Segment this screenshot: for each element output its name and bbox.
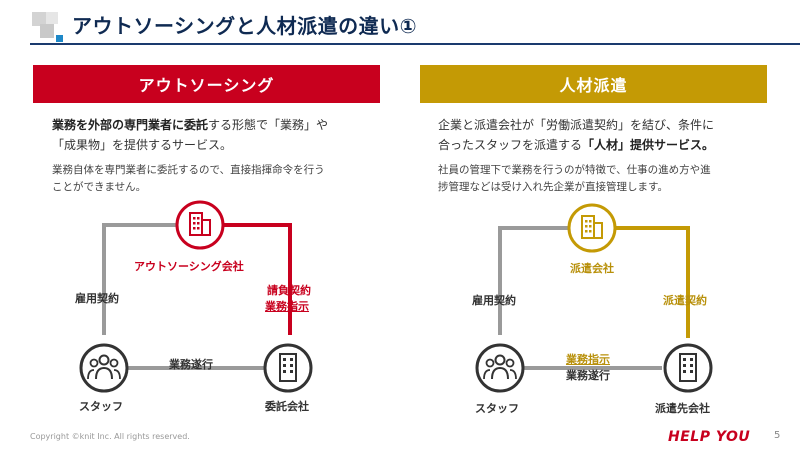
staffing-staff-label: スタッフ [475, 402, 519, 415]
outsourcing-employment-label: 雇用契約 [75, 292, 119, 305]
outsourcing-desc-main: 業務を外部の専門業者に委託する形態で「業務」や 「成果物」を提供するサービス。 [52, 115, 382, 155]
staffing-contract-line [615, 226, 690, 338]
page-number: 5 [774, 430, 781, 441]
corner-logo-squares [30, 10, 66, 42]
outsourcing-instruction-label: 業務指示 [265, 300, 309, 313]
outsourcing-contract-label: 請負契約 [267, 284, 311, 297]
staffing-contract-label: 派遣契約 [663, 294, 707, 307]
office-building-icon [263, 343, 313, 393]
page-title: アウトソーシングと人材派遣の違い① [72, 14, 418, 38]
outsourcing-diagram-svg [79, 200, 313, 393]
staffing-desc-sub: 社員の管理下で業務を行うのが特徴で、仕事の進め方や進 捗管理などは受け入れ先企業… [438, 162, 758, 196]
outsourcing-desc-bold: 業務を外部の専門業者に委託 [52, 118, 209, 132]
staffing-sub-line2: 捗管理などは受け入れ先企業が直接管理します。 [438, 181, 668, 193]
outsourcing-description: 業務を外部の専門業者に委託する形態で「業務」や 「成果物」を提供するサービス。 … [52, 115, 382, 196]
staffing-header: 人材派遣 [420, 65, 767, 103]
staffing-work-label: 業務遂行 [566, 369, 610, 382]
staffing-description: 企業と派遣会社が「労働派遣契約」を結び、条件に 合ったスタッフを派遣する「人材」… [438, 115, 758, 196]
staffing-sub-line1: 社員の管理下で業務を行うのが特徴で、仕事の進め方や進 [438, 164, 711, 176]
staffing-instruction-label: 業務指示 [566, 353, 610, 366]
outsourcing-staff-label: スタッフ [79, 400, 123, 413]
building-icon [175, 200, 225, 250]
title-underline [30, 43, 800, 45]
outsourcing-desc-sub: 業務自体を専門業者に委託するので、直接指揮命令を行う ことができません。 [52, 162, 382, 196]
staffing-employment-line [498, 226, 570, 335]
outsourcing-desc-text2: 「成果物」を提供するサービス。 [52, 138, 233, 152]
staffing-desc-text1: 企業と派遣会社が「労働派遣契約」を結び、条件に [438, 118, 715, 132]
building-icon [567, 203, 617, 253]
brand-logo: HELP YOU [668, 429, 751, 445]
staffing-client-label: 派遣先会社 [655, 402, 710, 415]
outsourcing-header: アウトソーシング [33, 65, 380, 103]
outsourcing-sub-line2: ことができません。 [52, 181, 147, 193]
office-building-icon [663, 343, 713, 393]
outsourcing-employment-line [102, 223, 178, 335]
outsourcing-sub-line1: 業務自体を専門業者に委託するので、直接指揮命令を行う [52, 164, 325, 176]
staffing-desc-text2: 合ったスタッフを派遣する [438, 138, 583, 152]
staffing-diagram-svg [475, 203, 713, 393]
people-icon [475, 343, 525, 393]
staffing-desc-bold: 「人材」提供サービス。 [582, 138, 715, 152]
outsourcing-contract-line [222, 223, 292, 335]
copyright-text: Copyright ©knit Inc. All rights reserved… [30, 432, 190, 441]
outsourcing-company-label: アウトソーシング会社 [134, 260, 244, 273]
outsourcing-diagram: アウトソーシング会社 雇用契約 請負契約 業務指示 業務遂行 スタッフ 委託会社 [20, 190, 400, 430]
staffing-company-label: 派遣会社 [570, 262, 614, 275]
people-icon [79, 343, 129, 393]
outsourcing-desc-text1: する形態で「業務」や [208, 118, 329, 132]
staffing-employment-label: 雇用契約 [472, 294, 516, 307]
outsourcing-client-label: 委託会社 [265, 400, 309, 413]
staffing-diagram: 派遣会社 雇用契約 派遣契約 業務指示 業務遂行 スタッフ 派遣先会社 [410, 190, 790, 430]
outsourcing-work-label: 業務遂行 [169, 358, 213, 371]
staffing-desc-main: 企業と派遣会社が「労働派遣契約」を結び、条件に 合ったスタッフを派遣する「人材」… [438, 115, 758, 155]
